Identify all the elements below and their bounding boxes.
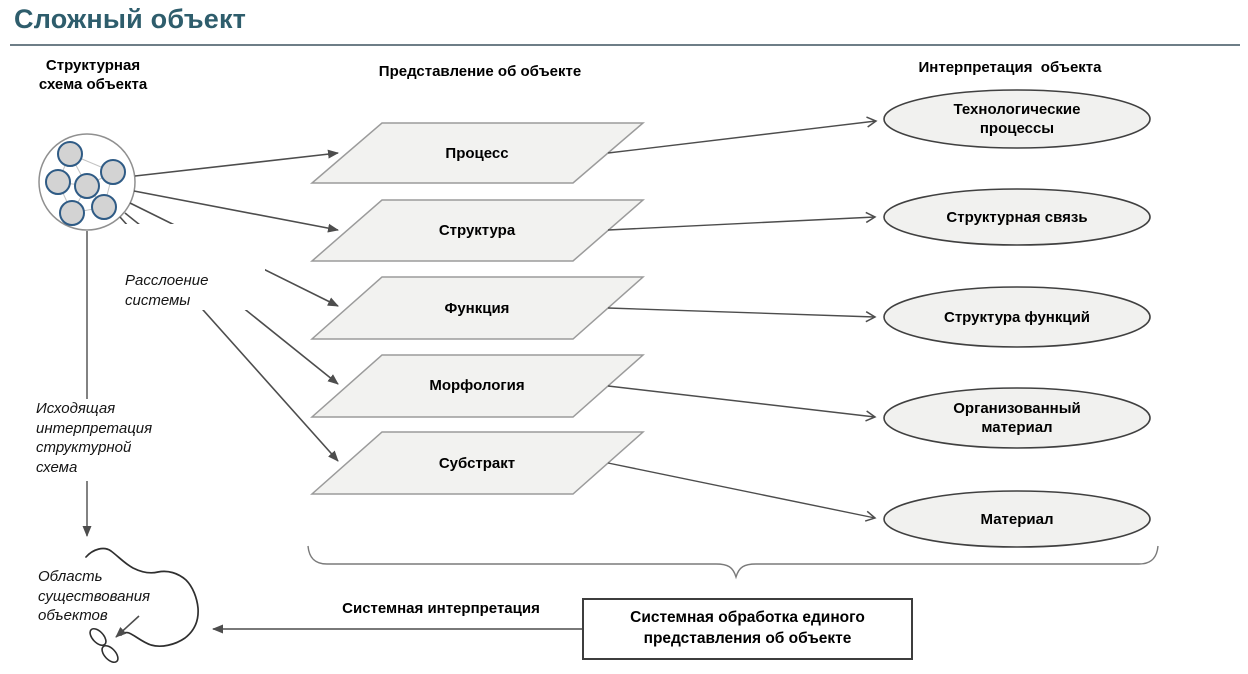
connector-process-to-tech [607,116,878,154]
connector-function-to-funcstruct [607,307,877,323]
label-function: Функция [444,300,510,317]
system-processing-box: Системная обработка единого представлени… [582,598,913,660]
parallelogram-structure [309,199,646,262]
page-title: Сложный объект [14,4,247,34]
parallelogram-function [310,276,645,340]
ellipse-organized-material [883,387,1151,449]
label-substrate: Субстракт [438,455,516,472]
parallelogram-process [309,122,646,184]
parallelogram-morphology [310,354,645,418]
column-header-interpretation: Интерпретация объекта [918,59,1102,76]
label-process: Процесс [445,145,509,162]
infinity-doodle-icon [89,627,119,664]
label-organized-material: Организованный материал [953,400,1081,437]
label-system-interpretation: Системная интерпретация [342,600,540,617]
column-header-structural-scheme: Структурная схема объекта [38,57,148,93]
ellipse-function-structure [883,286,1151,348]
parallelogram-substrate [310,431,645,495]
label-structural-link: Структурная связь [946,209,1088,226]
label-function-structure: Структура функций [943,309,1091,326]
ellipse-structural-link [883,188,1151,246]
ellipse-tech-processes [883,89,1151,149]
annotation-outgoing-interpretation: Исходящая интерпретация структурной схем… [36,399,172,481]
arrow-to-structure [133,190,339,233]
annotation-layering: Расслоение системы [125,272,209,309]
connector-substrate-to-material [607,462,877,522]
ellipse-material [883,490,1151,548]
network-graph-icon [38,133,136,231]
arrow-domain-pointer [115,615,140,638]
connector-morphology-to-organized [607,385,877,422]
annotation-existence-domain: Область существования объектов [38,568,151,624]
title-divider [10,44,1240,46]
annotation-layering-box: Расслоение системы [125,224,265,310]
connector-structure-to-link [607,211,877,231]
label-material: Материал [980,511,1054,528]
column-header-representation: Представление об объекте [378,63,582,80]
arrow-to-process [134,149,339,177]
curly-brace-shape [307,545,1159,580]
label-tech-processes: Технологические процессы [953,101,1081,138]
label-morphology: Морфология [429,377,525,394]
label-structure: Структура [438,222,516,239]
existence-domain-blob [85,547,199,648]
